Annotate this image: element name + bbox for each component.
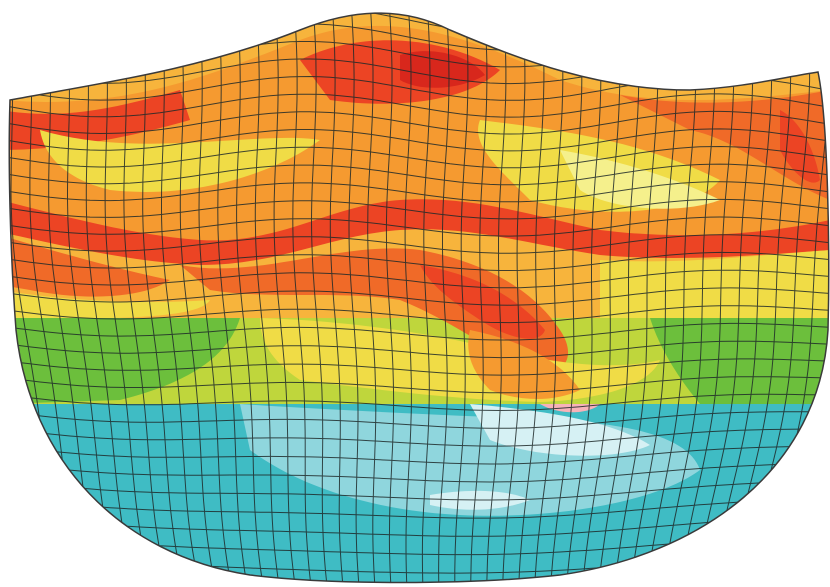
mesh-latitude-line [9, 495, 829, 519]
contour-mid-green-right [650, 318, 829, 404]
mesh-latitude-line [9, 110, 829, 135]
mesh-meridian-line [348, 13, 360, 583]
mesh-latitude-line [9, 128, 829, 152]
mesh-meridian-line [65, 13, 121, 583]
mesh-meridian-line [160, 13, 201, 583]
mesh-latitude-line [9, 358, 829, 376]
mesh-latitude-line [9, 376, 829, 394]
mesh-meridian-line [310, 13, 328, 583]
contour-mid-green [9, 318, 240, 404]
mesh-meridian-line [292, 13, 312, 583]
mesh-latitude-line [9, 234, 829, 254]
mesh-meridian-line [597, 13, 640, 583]
mesh-latitude-line [9, 163, 829, 186]
mesh-meridian-line [421, 13, 431, 583]
mesh-meridian-line [661, 13, 716, 583]
mesh-latitude-line [9, 93, 829, 118]
mesh-meridian-line [693, 13, 754, 583]
mesh-meridian-line [709, 13, 773, 583]
mesh-latitude-line [9, 410, 829, 429]
mesh-meridian-line [725, 13, 792, 583]
mesh-meridian-line [629, 13, 678, 583]
contour-mid-orange [468, 330, 580, 399]
mesh-meridian-line [367, 13, 377, 583]
mesh-meridian-line [103, 13, 153, 583]
mesh-meridian-line [385, 13, 395, 583]
mesh-meridian-line [141, 13, 185, 583]
contour-front-redcore [420, 265, 545, 339]
mesh-meridian-line [486, 13, 507, 583]
mesh-latitude-line [9, 478, 829, 501]
mesh-meridian-line [470, 13, 488, 583]
contour-left-yellow [9, 290, 210, 319]
bowl-outline [8, 12, 830, 584]
mesh-latitude-line [9, 181, 829, 203]
mesh-meridian-line [254, 13, 281, 583]
mesh-latitude-line [9, 393, 829, 412]
contour-orange-right [620, 90, 829, 200]
mesh-meridian-line [329, 13, 344, 583]
mesh-meridian-line [581, 13, 621, 583]
mesh-meridian-line [533, 13, 564, 583]
mesh-meridian-line [438, 13, 450, 583]
mesh-meridian-line [217, 13, 249, 583]
contour-red-right-edge [780, 110, 820, 183]
mesh-meridian-line [677, 13, 735, 583]
mesh-meridian-line [502, 13, 526, 583]
mesh-meridian-line [404, 13, 412, 583]
mesh-latitude-line [9, 145, 829, 169]
mesh-latitude-line [9, 287, 829, 306]
mesh-latitude-line [9, 461, 829, 483]
mesh-latitude-line [9, 444, 829, 465]
mesh-meridian-line [122, 13, 169, 583]
contour-darkred-top [400, 51, 485, 88]
mesh-meridian-line [565, 13, 602, 583]
mesh-latitude-line [9, 216, 829, 237]
mesh-meridian-line [549, 13, 583, 583]
mesh-meridian-line [454, 13, 469, 583]
mesh-latitude-line [9, 198, 829, 220]
contour-front-rim [9, 199, 829, 265]
mesh-latitude-line [9, 251, 829, 271]
mesh-meridian-line [518, 13, 545, 583]
mesh-latitude-line [9, 512, 829, 537]
mesh-meridian-line [198, 13, 233, 583]
mesh-meridian-line [179, 13, 217, 583]
mesh-meridian-line [273, 13, 297, 583]
contour-right-yellow [600, 250, 829, 318]
mesh-meridian-line [236, 13, 265, 583]
mesh-meridian-line [645, 13, 697, 583]
contour-left-orange [9, 235, 170, 297]
mesh-latitude-line [9, 269, 829, 289]
mesh-latitude-line [9, 322, 829, 341]
mesh-meridian-line [84, 13, 137, 583]
mesh-meridian-line [613, 13, 659, 583]
mesh-latitude-line [9, 305, 829, 324]
